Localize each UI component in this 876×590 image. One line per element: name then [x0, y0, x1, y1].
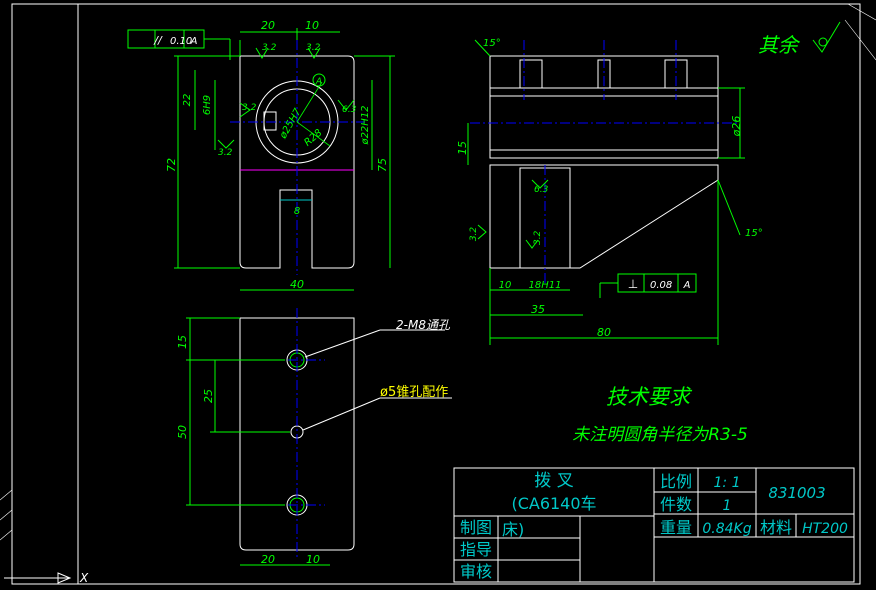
dim-15-side: 15	[456, 141, 469, 155]
roughness-3-2: 3.2	[218, 148, 233, 158]
dim-50: 50	[176, 425, 189, 439]
parallel-value: 0.10	[170, 36, 192, 47]
tech-requirements-title: 技术要求	[606, 385, 693, 409]
row-drawn: 制图	[460, 518, 492, 537]
roughness-note-rest: 其余	[758, 33, 801, 57]
material-value: HT200	[802, 521, 848, 537]
angle-15-bottom: 15°	[745, 228, 763, 239]
part-model-cont: 床)	[502, 520, 524, 539]
dim-6h9: 6H9	[202, 95, 213, 115]
weight-value: 0.84Kg	[702, 521, 751, 537]
perpendicular-symbol: ⊥	[628, 277, 638, 291]
bottom-view	[186, 308, 452, 566]
qty-value: 1	[723, 498, 732, 514]
roughness-3-2: 3.2	[242, 103, 257, 113]
part-name: 拨 叉	[534, 471, 573, 491]
ucs-axis-icon	[4, 572, 72, 584]
qty-label: 件数	[660, 495, 692, 514]
drawing-border	[11, 3, 861, 585]
perpendicular-datum: A	[683, 280, 691, 291]
part-model: (CA6140车	[511, 494, 596, 513]
weight-label: 重量	[660, 518, 692, 537]
scale-label: 比例	[660, 472, 692, 491]
roughness-3-2: 3.2	[533, 230, 543, 245]
scale-value: 1: 1	[714, 475, 741, 491]
dim-8: 8	[294, 206, 300, 217]
frame-tick	[847, 3, 876, 21]
dim-10-side: 10	[499, 280, 512, 291]
dim-10-top: 10	[305, 19, 319, 32]
title-block	[453, 467, 855, 583]
roughness-6-3: 6.3	[342, 105, 357, 115]
perpendicular-value: 0.08	[650, 280, 672, 291]
roughness-3-2: 3.2	[306, 43, 321, 53]
side-section-view	[467, 39, 745, 345]
frame-tick	[0, 529, 13, 541]
material-label: 材料	[760, 518, 792, 537]
dim-10-bottom: 10	[306, 553, 320, 566]
drawing-number: 831003	[768, 484, 825, 502]
dim-18h11: 18H11	[529, 280, 562, 291]
dim-72: 72	[165, 158, 178, 172]
angle-15-top: 15°	[483, 38, 501, 49]
ucs-x-label: X	[79, 571, 89, 585]
dim-75: 75	[376, 158, 389, 172]
roughness-3-2: 3.2	[469, 227, 479, 242]
datum-a-label: A	[315, 77, 322, 87]
parallel-datum: A	[190, 36, 198, 47]
hole-note-m8: 2-M8通孔	[396, 318, 451, 332]
dim-80: 80	[597, 326, 611, 339]
parallel-symbol: //	[153, 34, 163, 47]
dim-20-bottom: 20	[261, 553, 275, 566]
dim-35: 35	[531, 303, 545, 316]
roughness-symbol	[812, 21, 841, 53]
dim-20-top: 20	[261, 19, 275, 32]
frame-tick	[844, 19, 876, 61]
dim-r28: R28	[302, 128, 324, 149]
frame-tick	[0, 509, 13, 521]
dim-22: 22	[182, 94, 193, 107]
tech-requirements-note: 未注明圆角半径为R3-5	[572, 425, 748, 445]
dim-15-left: 15	[176, 335, 189, 349]
frame-tick	[0, 489, 13, 501]
dim-26: ø26	[730, 116, 743, 138]
roughness-6-3: 6.3	[534, 185, 549, 195]
front-view	[127, 28, 395, 291]
row-guide: 指导	[460, 540, 492, 559]
datum-a-circle	[312, 73, 326, 87]
dim-40: 40	[290, 278, 304, 291]
dim-25: 25	[202, 389, 215, 403]
roughness-3-2: 3.2	[262, 43, 277, 53]
row-review: 审核	[460, 562, 492, 581]
hole-note-taper: ø5锥孔配作	[380, 385, 448, 400]
dim-22h12: ø22H12	[360, 105, 371, 145]
